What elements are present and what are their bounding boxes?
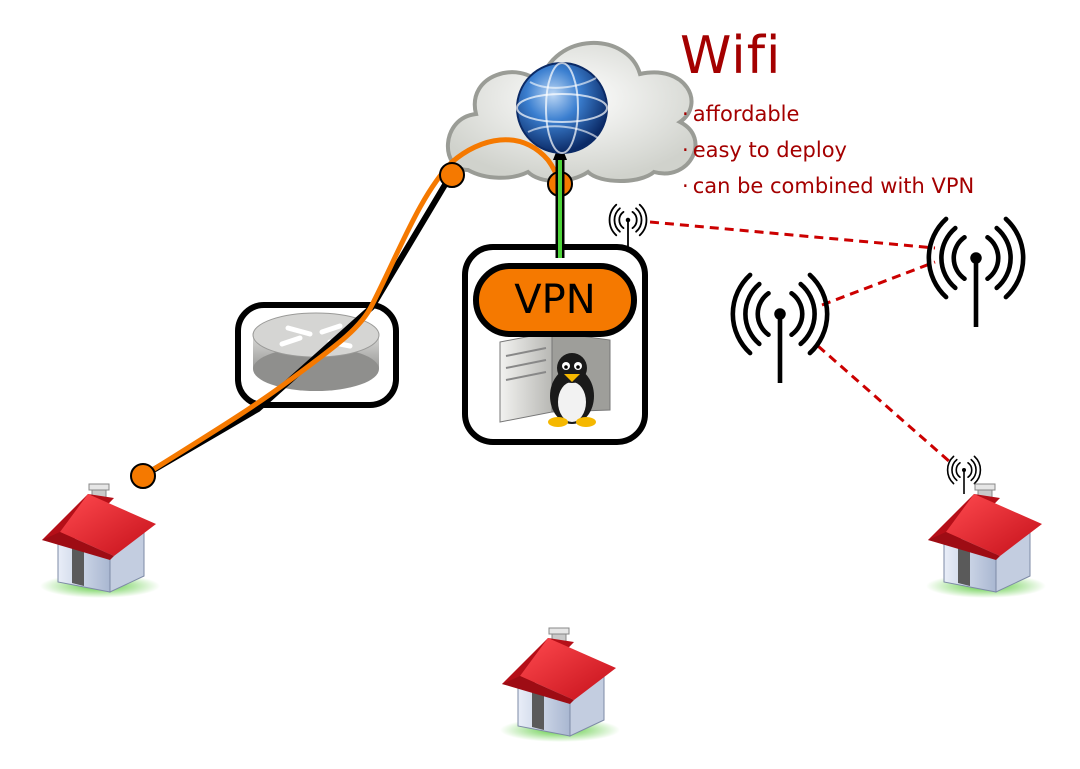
antenna-icon [733,275,827,383]
antenna-icon [608,203,648,248]
house-icon [925,483,1047,599]
vpn-badge [473,263,637,337]
house-icon [39,483,161,599]
house-icon [499,627,621,743]
antenna-icon [929,219,1023,327]
benefit-item: ·affordable [682,102,800,126]
vpn-label: VPN [514,277,596,323]
tux-icon [548,353,596,427]
benefit-item: ·easy to deploy [682,138,847,162]
benefit-list: ·affordable ·easy to deploy ·can be comb… [682,96,974,204]
globe-icon [516,62,608,154]
title: Wifi [680,26,782,86]
benefit-item: ·can be combined with VPN [682,174,975,198]
uplink-cables [130,137,573,489]
wireless-links [649,220,951,464]
